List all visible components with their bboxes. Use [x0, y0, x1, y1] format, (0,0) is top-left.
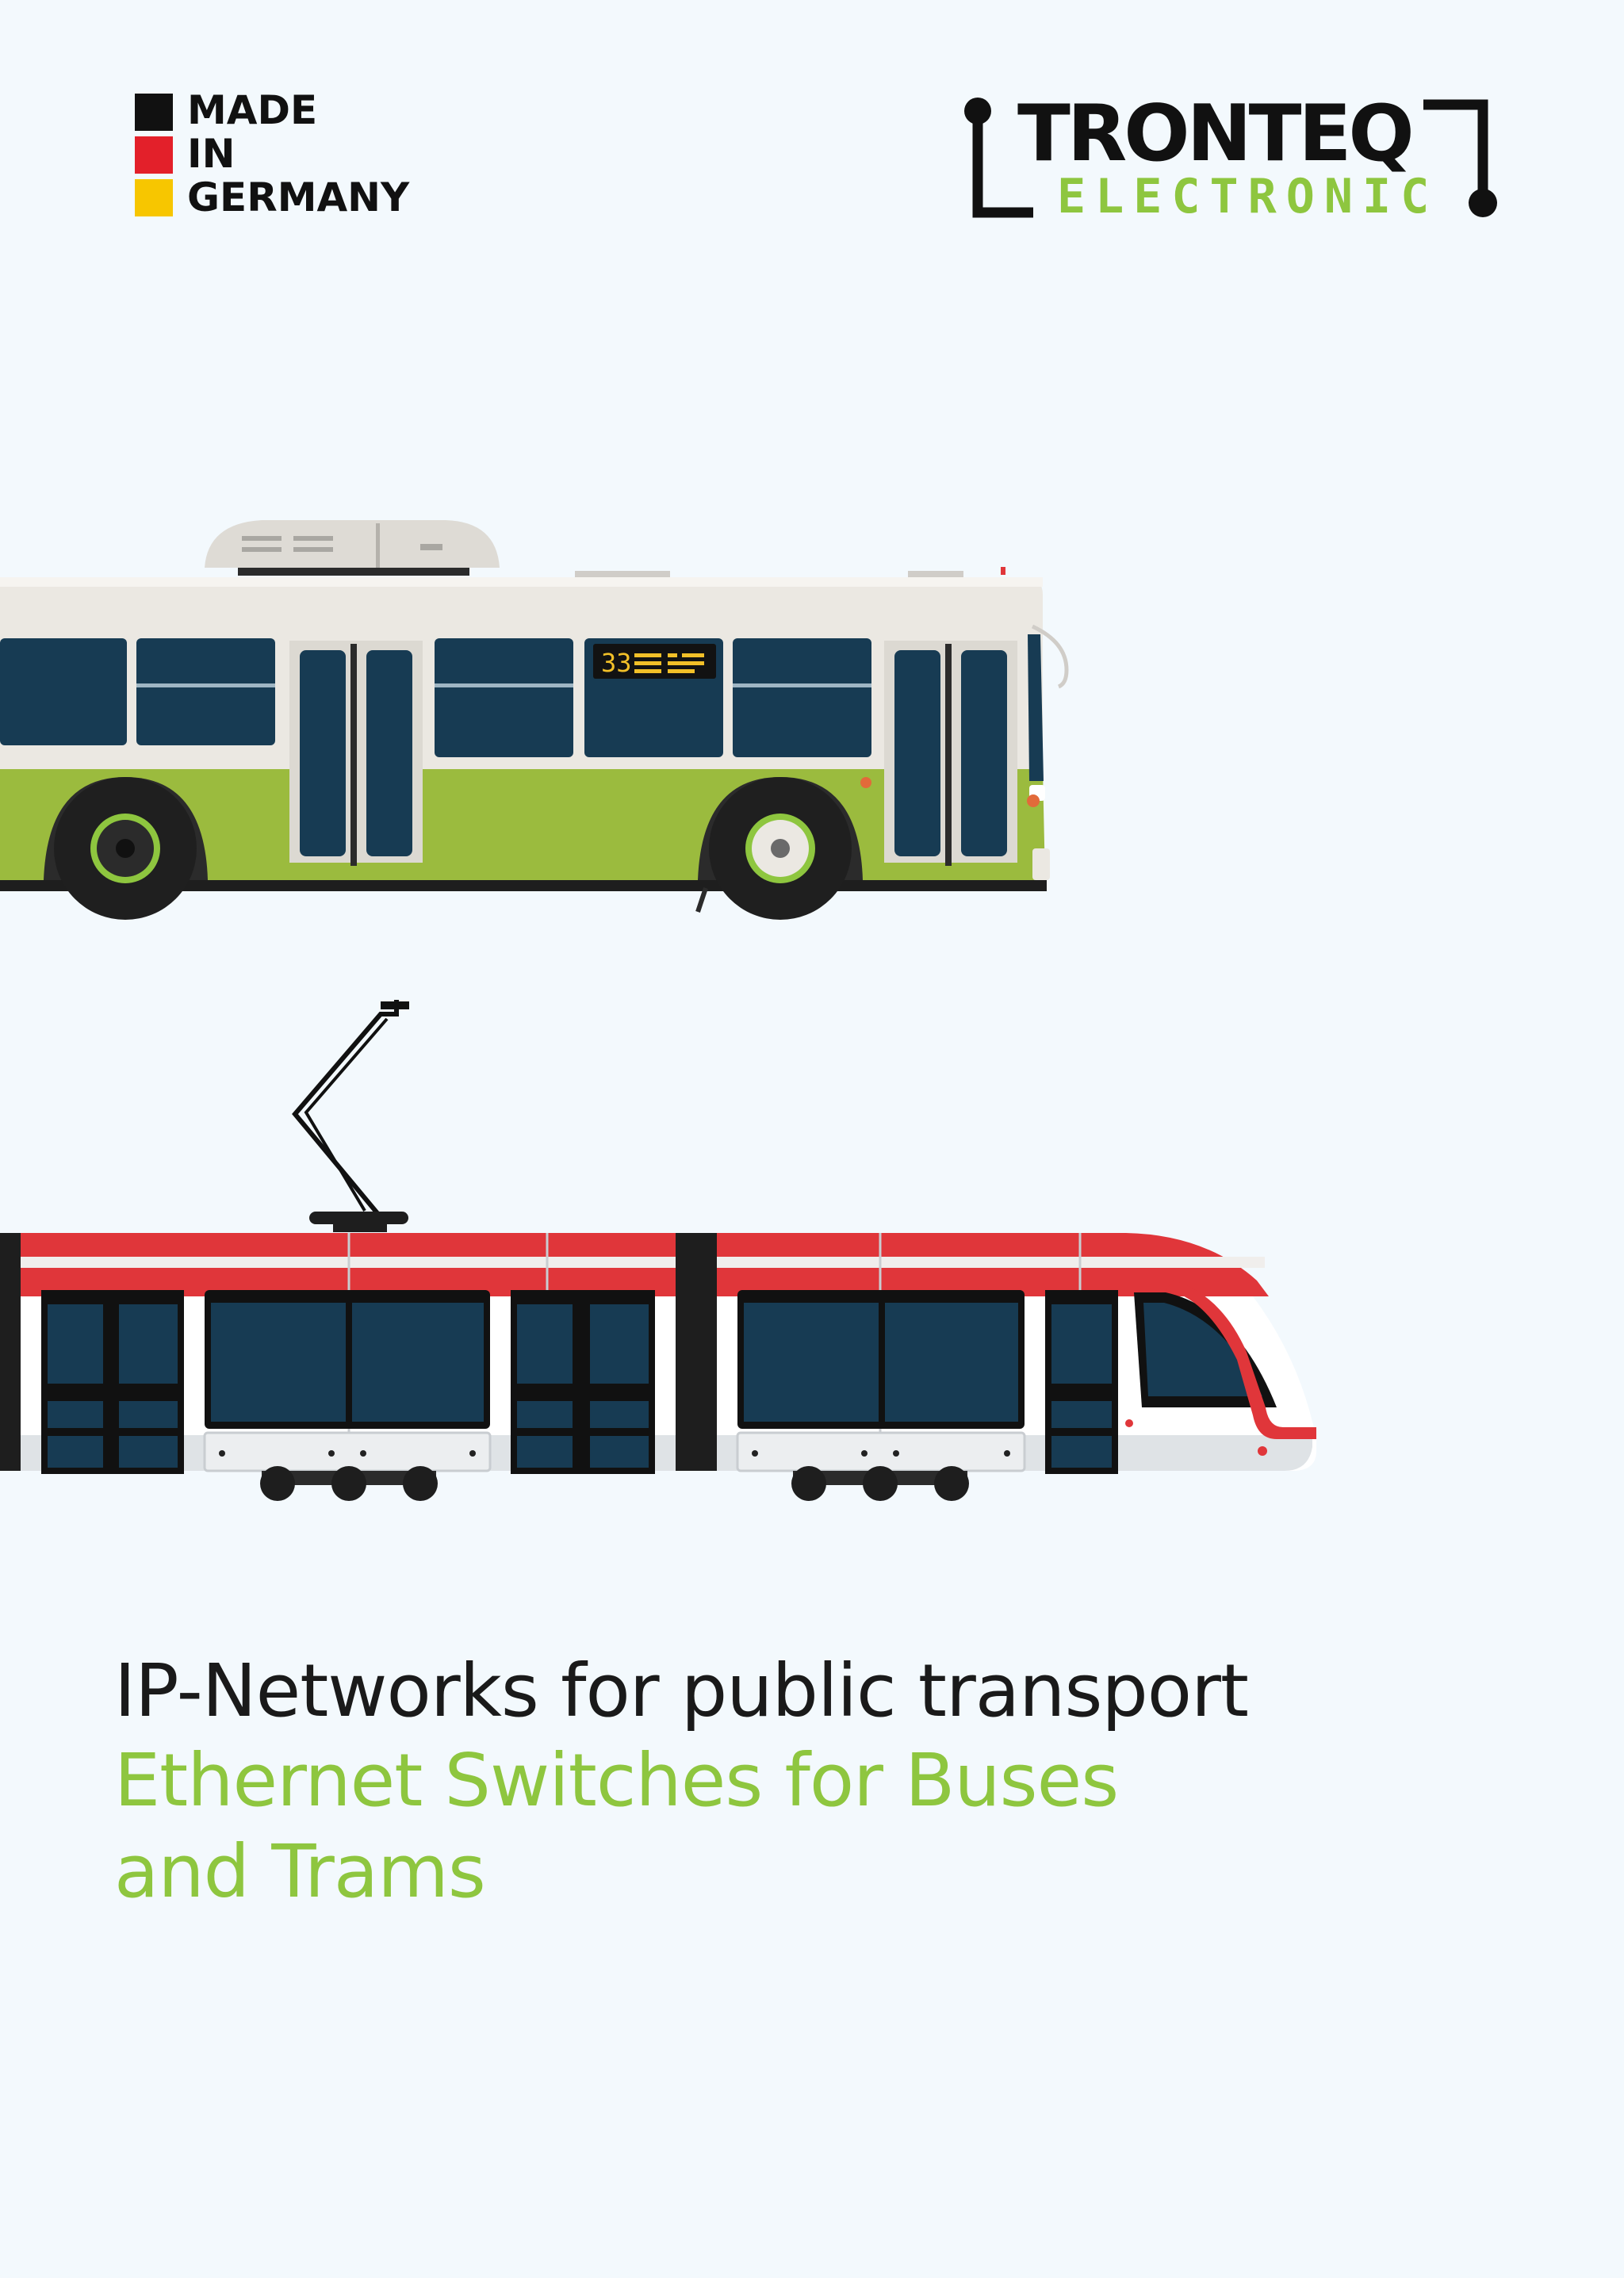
flag-stripe-gold — [135, 179, 173, 216]
headline-title: IP-Networks for public transport — [114, 1648, 1249, 1733]
headline-subtitle-line2: and Trams — [114, 1829, 486, 1915]
tronteq-logo: TRONTEQ ELECTRONIC — [956, 94, 1503, 228]
route-number-display: 33 — [601, 648, 632, 678]
tram-illustration — [0, 1000, 1316, 1501]
bus-illustration: 33 — [0, 520, 1069, 920]
logo-brand-text: TRONTEQ — [1017, 89, 1415, 179]
headline: IP-Networks for public transport Etherne… — [114, 1648, 1542, 1917]
made-in-germany-badge: MADE IN GERMANY — [135, 87, 409, 224]
flag-stripe-red — [135, 136, 173, 174]
badge-line-made: MADE — [187, 87, 318, 133]
logo-sub-text: ELECTRONIC — [1057, 169, 1439, 224]
badge-line-in: IN — [187, 131, 236, 177]
headline-subtitle-line1: Ethernet Switches for Buses — [114, 1738, 1119, 1824]
logo-bracket-icon — [964, 98, 1497, 218]
flag-stripe-black — [135, 94, 173, 131]
badge-line-germany: GERMANY — [187, 174, 410, 220]
